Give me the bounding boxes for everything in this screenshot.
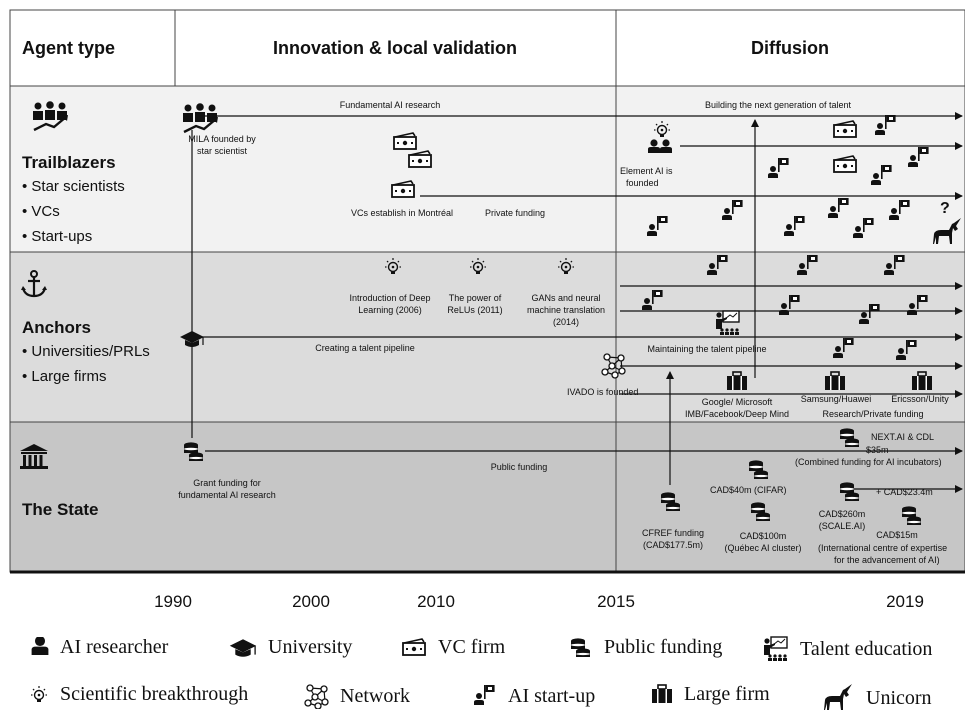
- legend-row-2: Scientific breakthrough Network AI start…: [0, 683, 965, 723]
- startup-icon: [474, 685, 495, 705]
- gans-label: GANs and neural: [531, 293, 601, 303]
- deep-learning-label: Learning (2006): [358, 305, 422, 315]
- deep-learning-label: Introduction of Deep: [349, 293, 431, 303]
- quebec-label: (Québec AI cluster): [724, 543, 802, 553]
- legend-item: AI researcher: [30, 636, 168, 659]
- gans-label: machine translation: [526, 305, 606, 315]
- unicorn-icon: [824, 684, 852, 710]
- google-label: Google/ Microsoft: [701, 397, 773, 407]
- legend-label: Public funding: [604, 636, 723, 658]
- year-label: 2019: [886, 592, 924, 611]
- year-label: 1990: [154, 592, 192, 611]
- lane-bullet: • VCs: [22, 203, 60, 220]
- header-diffusion: Diffusion: [751, 38, 829, 58]
- unicorn-question-mark: ?: [940, 200, 950, 217]
- building-talent-label: Building the next generation of talent: [704, 100, 852, 110]
- public-funding-label: Public funding: [490, 462, 548, 472]
- legend-label: Network: [340, 684, 410, 707]
- private-funding-label: Private funding: [484, 208, 546, 218]
- vc-firm-icon: [402, 637, 426, 656]
- mila-label: MILA founded by: [188, 134, 256, 144]
- mila-label: star scientist: [196, 146, 248, 156]
- legend-item: Unicorn: [822, 683, 932, 713]
- year-label: 2010: [417, 592, 455, 611]
- legend-label: Scientific breakthrough: [60, 683, 249, 705]
- legend-label: AI start-up: [508, 684, 596, 707]
- talent-pipeline-label: Creating a talent pipeline: [315, 343, 415, 353]
- research-private-label: Research/Private funding: [822, 409, 924, 419]
- lane-title-state: The State: [22, 500, 99, 519]
- legend-item: Network: [304, 683, 410, 709]
- samsung-label: Samsung/Huawei: [800, 394, 872, 404]
- plus-amount-label: + CAD$23.4m: [876, 487, 933, 497]
- grant-funding-label: fundamental AI research: [178, 490, 276, 500]
- vcs-montreal-label: VCs establish in Montréal: [350, 208, 454, 218]
- public-funding-icon: [571, 637, 590, 657]
- university-icon: [229, 638, 257, 657]
- year-label: 2000: [292, 592, 330, 611]
- google-label: IMB/Facebook/Deep Mind: [684, 409, 790, 419]
- ericsson-label: Ericsson/Unity: [891, 394, 949, 404]
- legend-item: University: [228, 636, 352, 659]
- relu-label: ReLUs (2011): [447, 305, 503, 315]
- researcher-icon: [31, 636, 49, 655]
- intl-desc: for the advancement of AI): [834, 555, 940, 565]
- legend-item: VC firm: [400, 636, 505, 659]
- ivado-label: IVADO is founded: [567, 387, 639, 397]
- gans-label: (2014): [552, 317, 580, 327]
- lane-bullet: • Large firms: [22, 368, 107, 385]
- legend-label: Unicorn: [866, 686, 932, 709]
- nextai-desc: (Combined funding for AI incubators): [795, 457, 942, 467]
- lane-title-trailblazers: Trailblazers: [22, 153, 116, 172]
- legend-label: University: [268, 636, 353, 658]
- intl-desc: (International centre of expertise: [818, 543, 948, 553]
- legend-item: Scientific breakthrough: [28, 683, 248, 706]
- grant-funding-label: Grant funding for: [193, 478, 261, 488]
- cifar-label: CAD$40m (CIFAR): [710, 485, 787, 495]
- talent-education-icon: [763, 636, 788, 662]
- element-ai-label: founded: [626, 178, 659, 188]
- legend-item: Talent education: [762, 636, 932, 662]
- lane-bullet: • Start-ups: [22, 228, 93, 245]
- lane-title-anchors: Anchors: [22, 318, 91, 337]
- legend-item: Public funding: [568, 636, 722, 659]
- relu-label: The power of: [448, 293, 502, 303]
- fundamental-ai-label: Fundamental AI research: [339, 100, 441, 110]
- lane-bullet: • Universities/PRLs: [22, 343, 150, 360]
- header-agent-type: Agent type: [22, 38, 116, 58]
- legend-item: AI start-up: [472, 683, 595, 709]
- legend-item: Large firm: [650, 683, 770, 706]
- nextai-label: NEXT.AI & CDL: [871, 432, 935, 442]
- legend-row-1: AI researcher University VC firm Public …: [0, 636, 965, 676]
- legend-label: AI researcher: [60, 636, 169, 658]
- network-icon: [304, 684, 329, 709]
- year-label: 2015: [597, 592, 635, 611]
- legend-label: Talent education: [800, 637, 933, 660]
- scale-label: (SCALE.AI): [818, 521, 866, 531]
- quebec-label: CAD$100m: [739, 531, 787, 541]
- scale-label: CAD$260m: [818, 509, 866, 519]
- maintaining-pipeline-label: Maintaining the talent pipeline: [647, 344, 767, 354]
- legend-label: VC firm: [438, 636, 506, 658]
- cfref-label: (CAD$177.5m): [642, 540, 704, 550]
- lane-bullet: • Star scientists: [22, 178, 125, 195]
- element-ai-label: Element AI is: [620, 166, 673, 176]
- breakthrough-icon: [30, 684, 48, 703]
- legend-label: Large firm: [684, 683, 770, 705]
- header-innovation: Innovation & local validation: [272, 38, 518, 58]
- intl-amount: CAD$15m: [876, 530, 918, 540]
- cfref-label: CFREF funding: [641, 528, 705, 538]
- innovation-diffusion-diagram: [9, 9, 965, 574]
- nextai-amount: $35m: [866, 445, 889, 455]
- large-firm-icon: [651, 683, 673, 704]
